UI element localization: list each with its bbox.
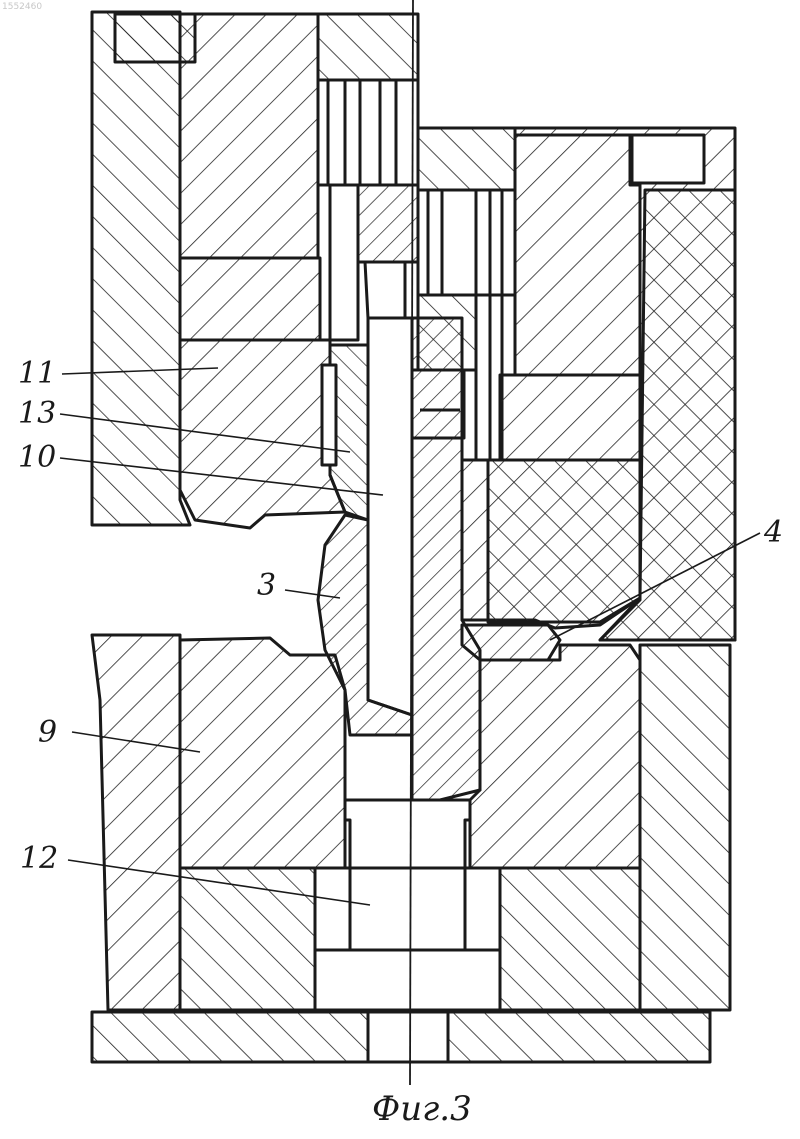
label-9: 9 <box>38 715 57 750</box>
upper-right-lower-block <box>462 460 640 628</box>
label-11: 11 <box>18 356 56 391</box>
base-plate <box>92 1012 710 1062</box>
label-3: 3 <box>257 568 276 603</box>
lower-right-base-block <box>500 868 640 1010</box>
part-4-flange <box>462 625 560 660</box>
label-12: 12 <box>20 841 58 876</box>
label-4: 4 <box>763 515 783 550</box>
document-ref: 1552460 <box>2 2 42 12</box>
part-9-block <box>180 638 345 868</box>
lower-left-outer-plate <box>92 635 180 1010</box>
label-13: 13 <box>18 396 56 431</box>
lower-right-block <box>470 645 640 868</box>
label-10: 10 <box>18 440 56 475</box>
upper-left-outer-plate <box>92 12 190 525</box>
lower-left-base-block <box>180 868 315 1010</box>
upper-right-top-block <box>418 128 515 190</box>
upper-left-middle-plate <box>180 258 320 340</box>
upper-right-cap <box>632 135 704 183</box>
lower-right-outer-plate <box>640 645 730 1010</box>
figure-caption: Фиг.3 <box>372 1089 472 1129</box>
